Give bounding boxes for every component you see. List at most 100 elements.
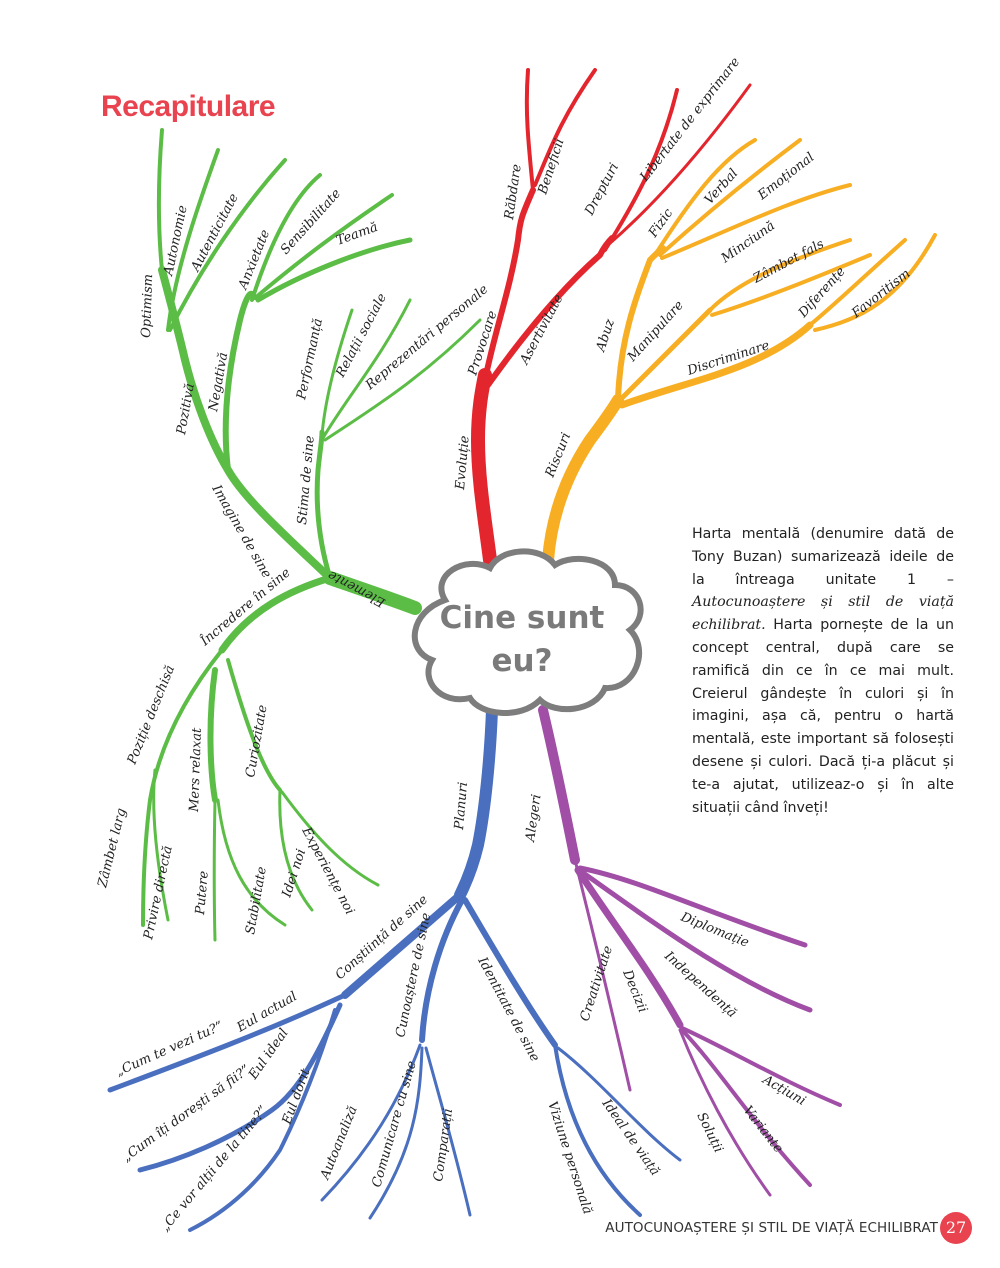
green-privire-stem xyxy=(152,768,170,922)
blue-cunoastere xyxy=(419,897,465,1043)
blue-trunk xyxy=(454,704,498,901)
label-abuz: Abuz xyxy=(593,317,618,354)
label-asertivitate: Asertivitate xyxy=(517,292,567,368)
orange-fizic-stem xyxy=(653,138,757,257)
footer-unit-title: AUTOCUNOAȘTERE ȘI STIL DE VIAȚĂ ECHILIBR… xyxy=(605,1220,938,1236)
blue-eul-dorit-stem xyxy=(188,1008,337,1232)
description-paragraph: Harta mentală (denumire dată de Tony Buz… xyxy=(692,523,954,819)
orange-favoritism-stem xyxy=(813,233,937,332)
orange-zambet-stem xyxy=(710,253,872,317)
purple-solutii-stem xyxy=(678,1028,772,1197)
purple-trunk xyxy=(538,705,580,865)
purple-creativitate-stem xyxy=(573,858,632,1092)
green-optimism-stem xyxy=(157,128,164,272)
blue-comparatii-stem xyxy=(424,1046,472,1217)
label-viziune-personala: Viziune personală xyxy=(544,1100,595,1217)
label-stima-de-sine: Stima de sine xyxy=(295,435,318,526)
orange-emotional-stem xyxy=(660,183,852,260)
green-curiozitate xyxy=(226,658,282,792)
purple-independenta-stem xyxy=(579,869,813,1013)
center-text-line2: eu? xyxy=(491,643,552,679)
blue-comunicare-stem xyxy=(368,1046,424,1220)
green-autonomie-stem xyxy=(166,148,220,332)
green-stima xyxy=(314,429,333,581)
label-teama: Teamă xyxy=(334,220,380,249)
blue-ideal-stem xyxy=(556,1046,682,1162)
branch-orange xyxy=(542,138,937,566)
purple-decizii xyxy=(574,866,684,1029)
labels-purple: Alegeri Creativitate Decizii Independenț… xyxy=(523,793,808,1156)
green-idei-stem xyxy=(278,788,314,912)
green-anxietate-stem xyxy=(250,173,322,302)
blue-identitate xyxy=(462,897,558,1048)
label-variante: Variante xyxy=(740,1103,786,1156)
green-stabilitate-stem xyxy=(216,798,287,927)
blue-autoanaliza-stem xyxy=(320,1043,422,1202)
label-pozitie-deschisa: Poziție deschisă xyxy=(124,663,178,767)
label-idei-noi: Idei noi xyxy=(279,847,309,900)
orange-minciuna-stem xyxy=(708,238,852,312)
orange-verbal-stem xyxy=(658,138,802,257)
label-evolutie: Evoluție xyxy=(453,435,473,492)
blue-constiinta xyxy=(341,891,464,999)
red-provocare xyxy=(482,187,536,383)
green-relatii-stem xyxy=(321,298,412,440)
label-planuri: Planuri xyxy=(452,781,471,831)
label-drepturi: Drepturi xyxy=(582,161,622,219)
cloud-outline xyxy=(411,548,644,716)
blue-eul-actual-stem xyxy=(107,992,348,1093)
label-autoanaliza: Autoanaliză xyxy=(317,1104,360,1183)
description-text-2: Harta pornește de la un concept central,… xyxy=(692,617,954,816)
branch-blue xyxy=(107,704,682,1232)
purple-actiuni-stem xyxy=(680,1026,842,1107)
label-mers-relaxat: Mers relaxat xyxy=(187,727,205,813)
label-alegeri: Alegeri xyxy=(523,793,545,843)
red-beneficii-stem xyxy=(533,68,597,187)
orange-manipulare xyxy=(617,307,713,403)
label-performanta: Performanță xyxy=(294,317,326,402)
green-experiente-stem xyxy=(280,790,380,887)
red-trunk xyxy=(470,368,497,567)
orange-abuz xyxy=(615,245,666,403)
green-autenticitate-stem xyxy=(168,158,287,332)
label-incredere-in-sine: Încredere în sine xyxy=(197,564,294,649)
label-fizic: Fizic xyxy=(645,205,676,241)
label-libertate-de-exprimare: Libertate de exprimare xyxy=(637,55,744,186)
label-optimism: Optimism xyxy=(139,274,156,338)
orange-diferente-stem xyxy=(808,238,907,327)
red-drepturi-stem xyxy=(603,88,679,252)
label-pozitiva: Pozitivă xyxy=(174,382,198,436)
label-minciuna: Minciună xyxy=(718,219,778,267)
orange-trunk xyxy=(542,394,624,566)
label-beneficii: Beneficii xyxy=(535,137,567,197)
purple-diplomatie-stem xyxy=(577,865,808,948)
page-title: Recapitulare xyxy=(101,90,276,123)
label-putere: Putere xyxy=(193,870,212,916)
green-mers xyxy=(207,667,218,803)
green-reprezentari-stem xyxy=(323,318,482,442)
green-incredere xyxy=(218,574,334,654)
red-libertate-stem xyxy=(606,83,752,247)
label-zambet-larg: Zâmbet larg xyxy=(95,807,129,890)
branch-green xyxy=(141,128,482,942)
central-concept-cloud: Cine sunt eu? xyxy=(411,548,644,716)
green-trunk xyxy=(323,571,422,615)
description-text-1: Harta mentală (denumire dată de Tony Buz… xyxy=(692,526,954,588)
page-number-badge: 27 xyxy=(940,1212,972,1244)
label-favoritism: Favoritism xyxy=(848,266,913,321)
center-text-line1: Cine sunt xyxy=(440,600,605,636)
red-rabdare-stem xyxy=(524,68,535,192)
label-autenticitate: Autenticitate xyxy=(188,191,242,275)
branch-red xyxy=(470,68,752,567)
green-sensibilitate-stem xyxy=(253,193,394,300)
blue-viziune-stem xyxy=(553,1043,642,1217)
label-cum-te-vezi: „Cum te vezi tu?” xyxy=(114,1019,226,1080)
purple-variante-stem xyxy=(680,1028,812,1187)
description-unit-title: Autocunoaștere și stil de viață echilibr… xyxy=(692,594,954,634)
label-sensibilitate: Sensibilitate xyxy=(278,186,345,258)
green-putere-stem xyxy=(212,798,217,942)
blue-eul-ideal-stem xyxy=(137,1002,343,1173)
orange-discriminare xyxy=(618,321,814,409)
label-stabilitate: Stabilitate xyxy=(243,865,270,935)
